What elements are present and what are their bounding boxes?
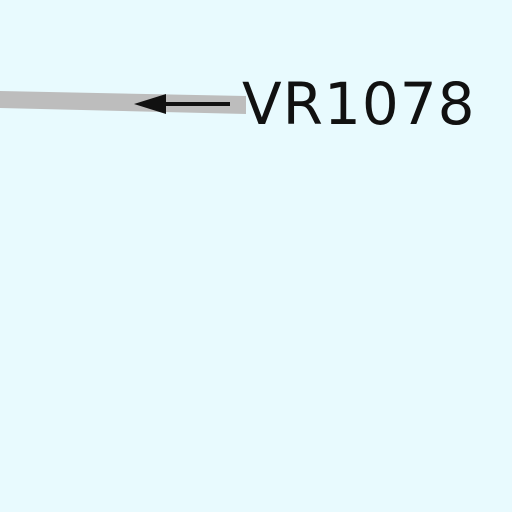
route-line[interactable] xyxy=(0,91,246,114)
route-label: VR1078 xyxy=(242,70,476,138)
arrow-left-icon xyxy=(134,94,230,114)
